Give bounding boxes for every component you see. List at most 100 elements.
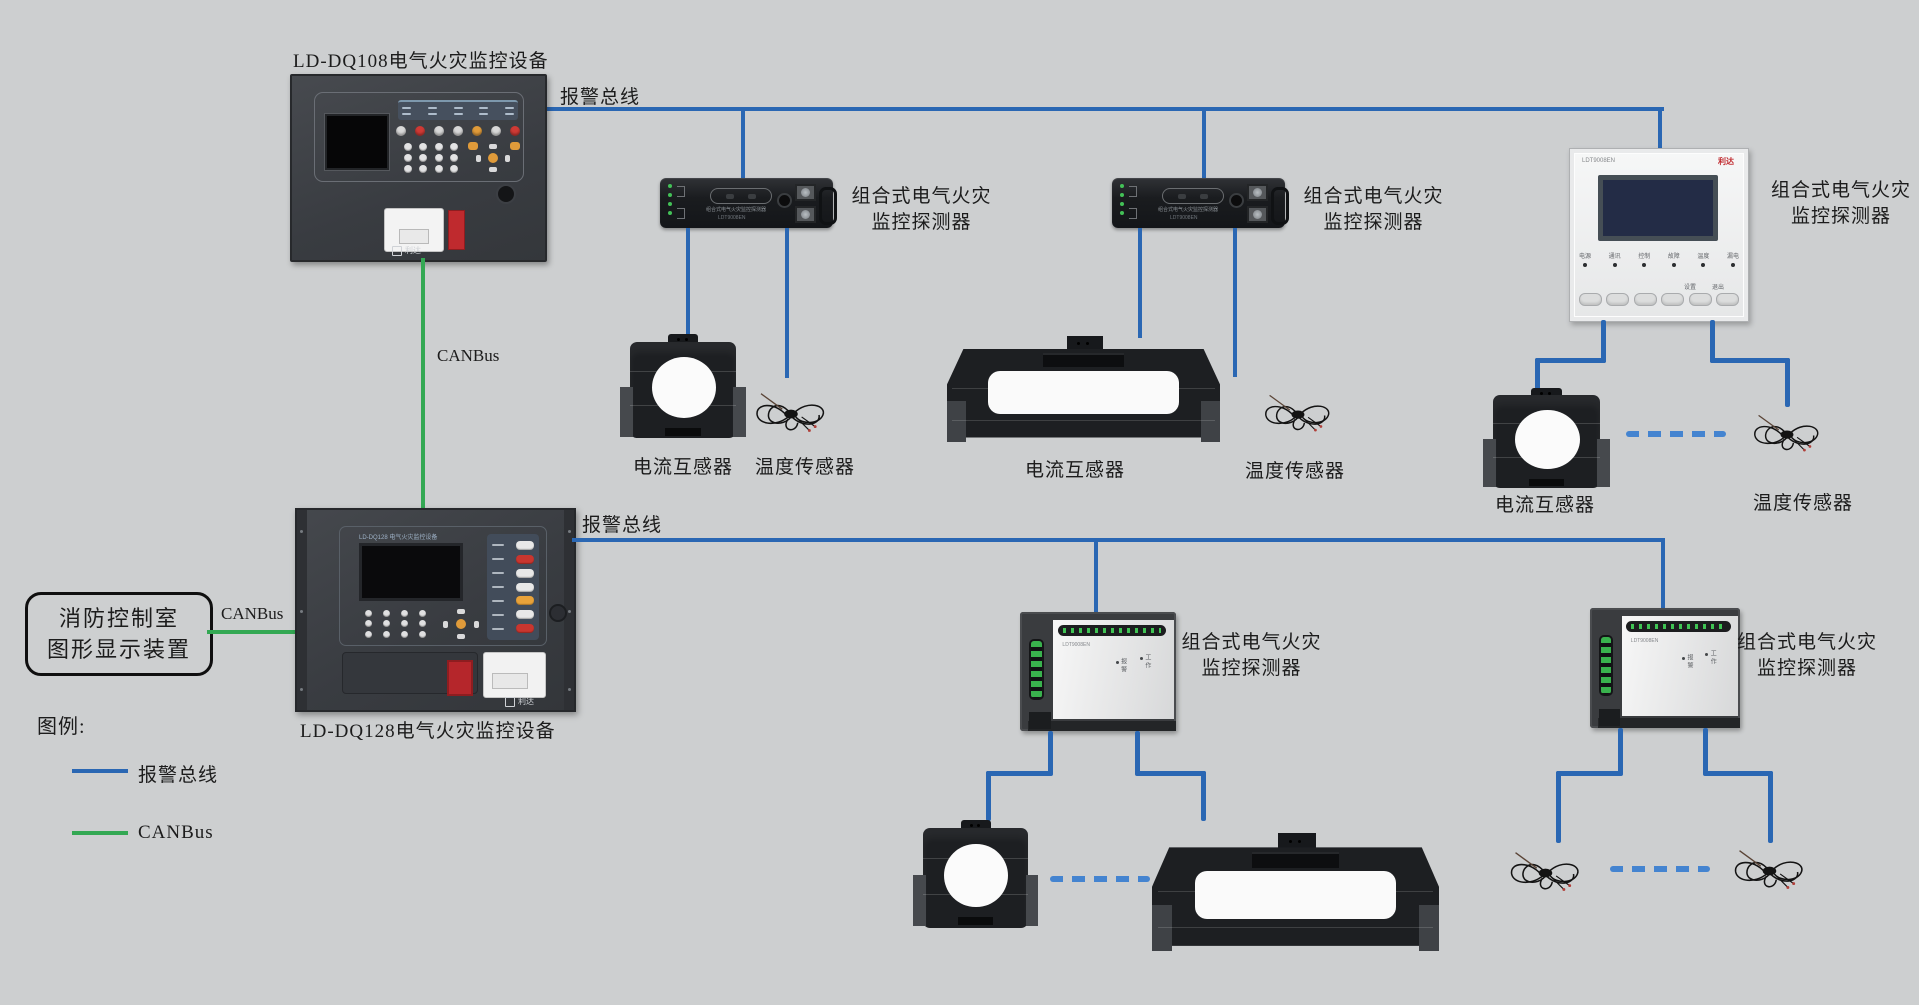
legend-canbus-line: [72, 831, 128, 835]
elbow-line: [1703, 728, 1708, 775]
ct-flange: [947, 400, 967, 442]
legend-alarm-bus-line: [72, 769, 128, 773]
alarm-bus-label-top: 报警总线: [560, 87, 641, 108]
ct-label-2: 电流互感器: [1024, 460, 1125, 481]
white-box-detector-1: LDT9008EN 报警 工作: [1020, 612, 1176, 731]
ct-label-1: 电流互感器: [632, 457, 733, 478]
continuation-dashed-line: [1610, 866, 1710, 872]
ct-hole: [1195, 871, 1396, 920]
dq108-keypad: [400, 142, 462, 174]
indicator-led: [1701, 263, 1706, 267]
fire-cert-label: [448, 210, 465, 250]
detector-foot: [1599, 708, 1620, 726]
led-strip: [1626, 621, 1731, 633]
continuation-dashed-line: [1050, 876, 1150, 882]
alarm-bus-label-bottom: 报警总线: [582, 515, 663, 536]
current-transformer-round-3: [913, 820, 1038, 932]
dq108-dpad: [474, 144, 512, 172]
ct-seam: [630, 370, 736, 372]
temperature-sensor-icon-4: [1510, 852, 1579, 891]
legend-canbus-label: CANBus: [138, 822, 214, 843]
ct-seam: [1493, 423, 1600, 425]
screw: [300, 688, 303, 691]
brand-logo-icon: [392, 245, 402, 256]
status-leds: [668, 184, 672, 215]
elbow-line: [1135, 771, 1206, 776]
temperature-sensor-icon-3: [1754, 414, 1819, 452]
ct-seam: [1157, 926, 1434, 928]
dq128-printer: [483, 652, 546, 698]
ct-seam: [952, 387, 1215, 389]
button-group: [710, 188, 772, 204]
brand-logo-red: 利达: [1718, 157, 1734, 166]
drop-line-detector1: [741, 107, 745, 180]
brand-logo: 利达: [392, 245, 421, 256]
indicator-led: [1671, 263, 1676, 267]
dq128-title: LD-DQ128电气火灾监控设备: [300, 721, 556, 742]
ct-flange: [1483, 438, 1496, 487]
white-box-detector-2: LDT9008EN 报警 工作: [1590, 608, 1740, 728]
mounting-handle: [1271, 187, 1289, 225]
detector-model-text: LDT9008EN: [1630, 638, 1659, 645]
ct-tab: [1531, 388, 1562, 398]
brand-logo: 利达: [505, 696, 534, 707]
detector-base: [1597, 718, 1740, 728]
ct-slot: [665, 427, 701, 436]
elbow-line: [1710, 320, 1715, 363]
ct-slot: [958, 917, 993, 926]
dq108-lcd-screen: [325, 114, 389, 170]
fire-room-line2: 图形显示装置: [46, 637, 191, 662]
terminal-clip: [677, 208, 685, 219]
module-model-text: LDT9008EN: [718, 215, 746, 221]
dq128-dpad: [439, 608, 483, 640]
panel-buttons: [1579, 293, 1739, 306]
drop-line-whitebox1: [1094, 538, 1098, 612]
screw: [300, 530, 303, 533]
temp-drop-line: [785, 228, 789, 378]
elbow-line: [1535, 358, 1540, 392]
terminal-clip: [677, 186, 685, 197]
white-panel-detector: LDT9008EN 利达 电源 通讯 控制 故障 温度 漏电 设置 退出: [1569, 148, 1749, 322]
dq108-function-buttons: [396, 126, 520, 136]
elbow-line: [1618, 728, 1623, 775]
detector-model-text: LDT9008EN: [1062, 642, 1090, 649]
elbow-line: [1048, 731, 1053, 775]
alarm-bus-line-top: [543, 107, 1664, 111]
temp-drop-line: [1233, 228, 1237, 377]
screw: [568, 530, 571, 533]
indicator-led: [1612, 263, 1617, 267]
ct-label-plate: [1042, 353, 1125, 368]
combo-detector-label-3: 组合式电气火灾 监控探测器: [1770, 180, 1911, 227]
elbow-line: [1535, 358, 1606, 363]
screw: [568, 688, 571, 691]
ct-hole: [1514, 409, 1580, 470]
ct-flange: [1200, 400, 1220, 442]
dq108-printer: [384, 208, 444, 252]
alarm-bus-line-bottom: [572, 538, 1665, 542]
brand-logo-icon: [505, 696, 515, 707]
ct-hole: [987, 370, 1180, 414]
dq108-key-switch: [496, 184, 516, 204]
detector-foot: [1029, 711, 1052, 729]
temp-label-3: 温度传感器: [1752, 493, 1853, 514]
settings-button-label: 设置: [1684, 285, 1697, 291]
terminal-block: [795, 184, 816, 201]
button-group: [1162, 188, 1224, 204]
ct-label-plate: [1252, 852, 1339, 868]
elbow-line: [1710, 358, 1790, 363]
legend-title: 图例:: [37, 716, 86, 738]
power-jack: [1229, 193, 1244, 208]
indicator-led: [1730, 263, 1735, 267]
indicator-led: [1583, 263, 1587, 267]
ct-tab: [960, 820, 991, 831]
ct-flange: [620, 386, 633, 437]
dq108-control-area: [314, 92, 524, 182]
fire-room-line1: 消防控制室: [58, 606, 179, 631]
indicator-led: [1642, 263, 1647, 267]
dq128-header-text: LD-DQ128 电气火灾监控设备: [359, 535, 438, 541]
screw: [568, 610, 571, 613]
terminal-clip: [1129, 186, 1137, 197]
fire-cert-label: [447, 660, 473, 696]
ct-slot: [1528, 478, 1565, 486]
ct-tab: [1067, 336, 1103, 351]
